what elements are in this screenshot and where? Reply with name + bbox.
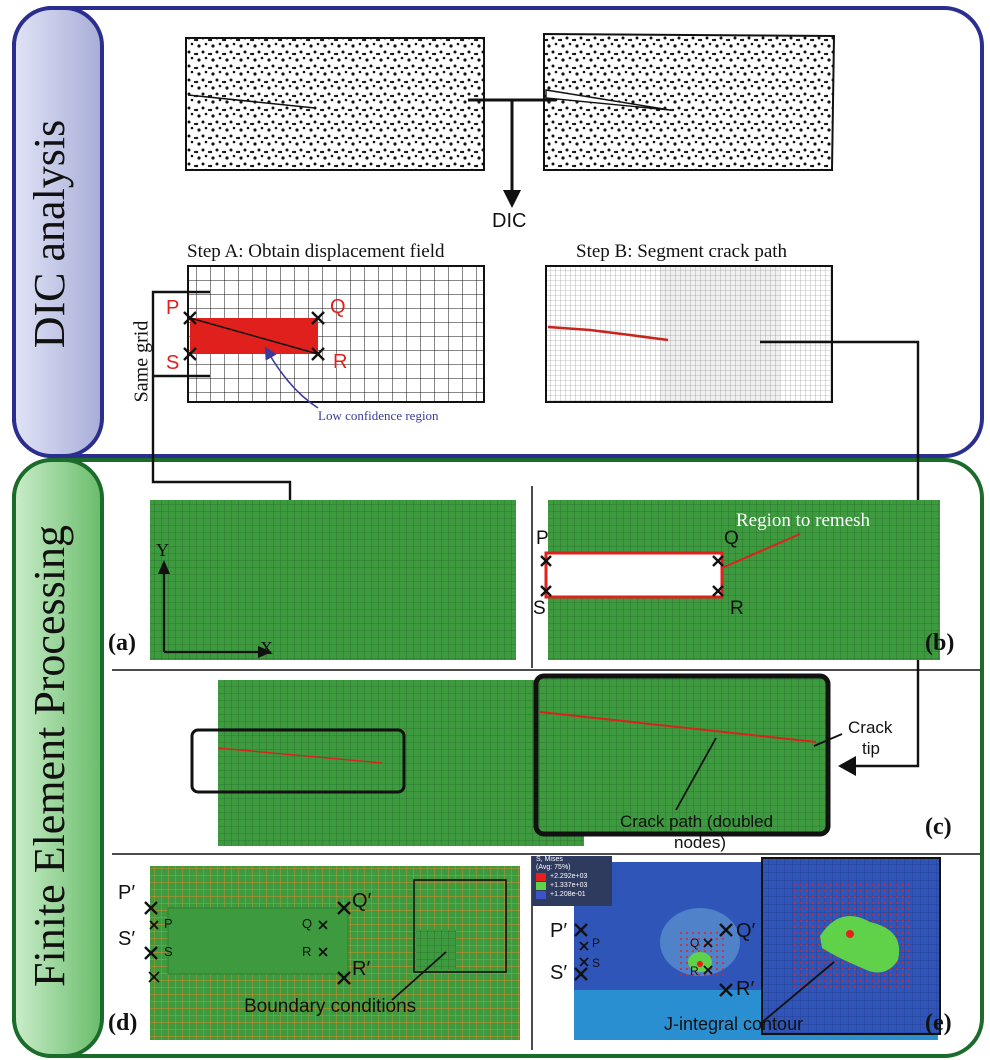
panel-b-label: (b) bbox=[925, 630, 955, 656]
low-confidence-label: Low confidence region bbox=[318, 408, 439, 423]
step-b-grid bbox=[545, 265, 833, 403]
panel-e-point-p: P bbox=[592, 936, 601, 950]
legend-entry-3: +1.208e-01 bbox=[550, 891, 586, 898]
panel-e-legend-box bbox=[532, 856, 612, 906]
panel-a-axis-x: X bbox=[260, 638, 273, 658]
crack-path-line2: nodes) bbox=[674, 833, 726, 852]
panel-c-label: (c) bbox=[925, 814, 952, 840]
legend-entry-2: +1.337e+03 bbox=[550, 882, 588, 889]
panel-a-mesh bbox=[150, 500, 516, 660]
step-b-title: Step B: Segment crack path bbox=[576, 241, 788, 262]
j-integral-label: J-integral contour bbox=[664, 1014, 804, 1034]
panel-a-label: (a) bbox=[108, 630, 136, 656]
legend-title-2: (Avg: 75%) bbox=[536, 864, 571, 871]
step-a-point-r: R bbox=[333, 351, 348, 373]
boundary-conditions-label: Boundary conditions bbox=[244, 996, 417, 1017]
panel-b-remesh-label: Region to remesh bbox=[736, 510, 871, 531]
speckle-image-reference bbox=[185, 37, 485, 171]
fe-section-pill bbox=[12, 458, 104, 1058]
panel-d-point-p: P bbox=[164, 916, 173, 931]
panel-d-point-q: Q bbox=[302, 916, 313, 931]
panel-d-point-r: R bbox=[302, 944, 312, 959]
panel-e-label: (e) bbox=[925, 1010, 952, 1036]
panel-b-point-r: R bbox=[730, 598, 744, 619]
same-grid-label: Same grid bbox=[130, 320, 153, 403]
step-a-point-p: P bbox=[166, 297, 180, 319]
panel-d-mesh bbox=[150, 866, 520, 1040]
panel-b-point-s: S bbox=[533, 598, 546, 619]
panel-d-point-p-prime: P′ bbox=[118, 882, 136, 904]
panel-e-point-s: S bbox=[592, 956, 601, 970]
panel-c-mesh bbox=[190, 673, 843, 846]
crack-tip-line1: Crack bbox=[848, 718, 893, 737]
panel-d-point-q-prime: Q′ bbox=[352, 890, 372, 912]
step-a-title: Step A: Obtain displacement field bbox=[187, 241, 445, 262]
dic-section-pill bbox=[12, 6, 104, 458]
panel-b-point-p: P bbox=[536, 528, 549, 549]
crack-tip-line2: tip bbox=[862, 739, 880, 758]
panel-e-contour bbox=[574, 857, 941, 1040]
legend-entry-1: +2.292e+03 bbox=[550, 873, 588, 880]
step-a-point-s: S bbox=[166, 352, 180, 374]
panel-e-point-q: Q bbox=[690, 936, 700, 950]
panel-d-point-s-prime: S′ bbox=[118, 928, 136, 950]
step-a-point-q: Q bbox=[330, 296, 346, 318]
panel-d-point-s: S bbox=[164, 944, 173, 959]
panel-b-point-q: Q bbox=[724, 528, 739, 549]
dic-arrow-label: DIC bbox=[492, 210, 527, 232]
panel-d-point-r-prime: R′ bbox=[352, 958, 371, 980]
panel-a-axis-y: Y bbox=[156, 540, 169, 560]
panel-d-label: (d) bbox=[108, 1010, 138, 1036]
panel-e-point-p-prime: P′ bbox=[550, 920, 568, 942]
step-a-grid bbox=[187, 265, 485, 403]
panel-e-point-r: R bbox=[690, 964, 699, 978]
legend-title-1: S, Mises bbox=[536, 856, 563, 863]
panel-e-point-r-prime: R′ bbox=[736, 978, 755, 1000]
panel-b-mesh bbox=[544, 500, 940, 660]
speckle-image-deformed bbox=[543, 32, 836, 171]
crack-path-line1: Crack path (doubled bbox=[620, 812, 774, 831]
panel-e-point-q-prime: Q′ bbox=[736, 920, 756, 942]
panel-e-point-s-prime: S′ bbox=[550, 962, 568, 984]
